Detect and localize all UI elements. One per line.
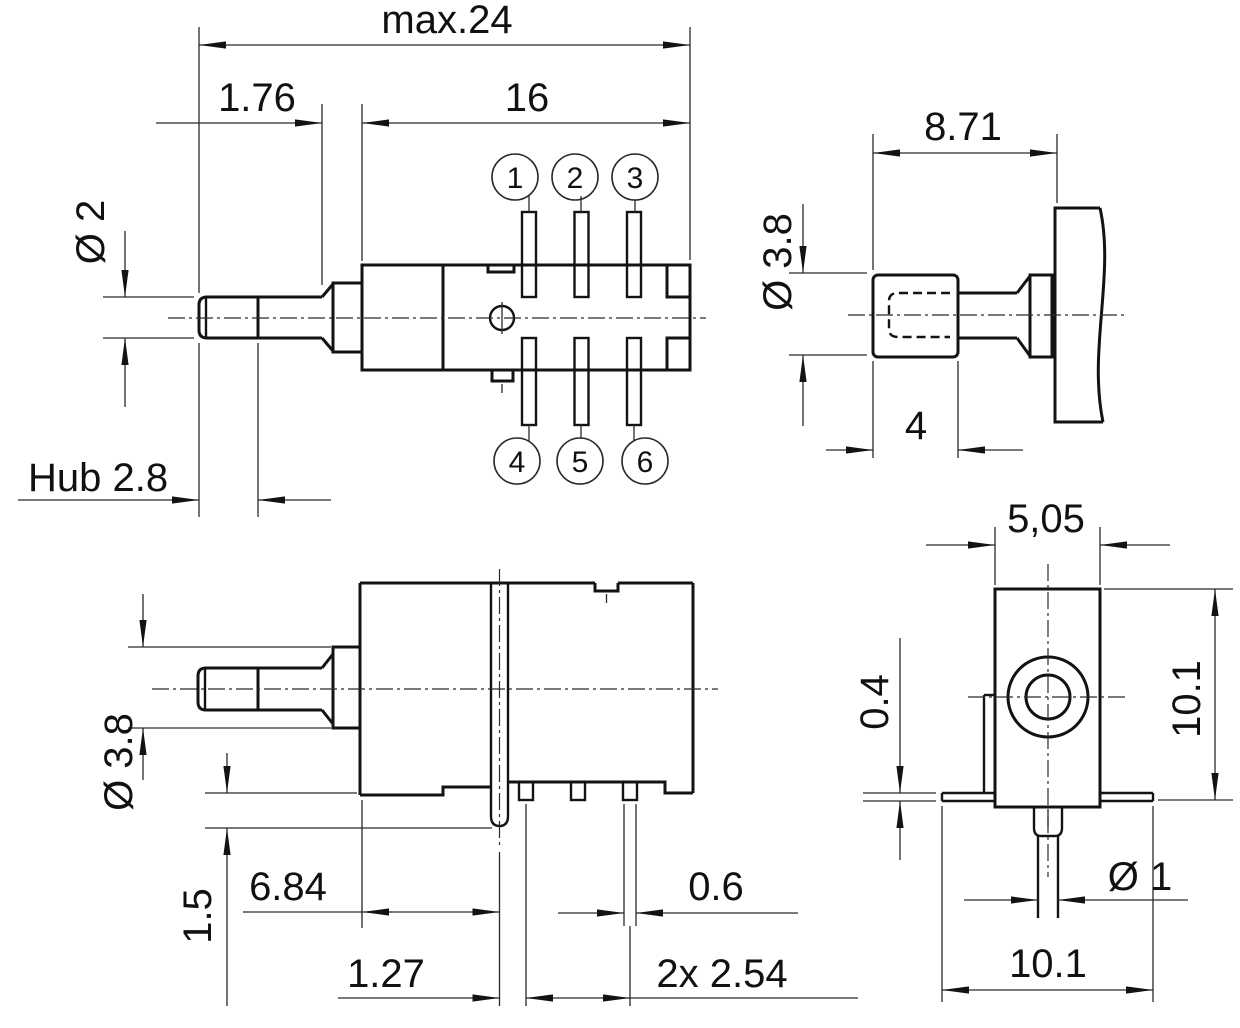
dim-bushing-length: 1.76 — [218, 76, 296, 120]
pin-3-label: 3 — [627, 162, 644, 195]
front-flange-left — [940, 791, 995, 803]
dim-plunger-diameter: Ø 2 — [69, 200, 113, 264]
pin-3-callout-circle — [611, 153, 659, 201]
body-top-notch — [486, 265, 516, 274]
body-corner-recess-bottom — [665, 336, 692, 372]
pin-5-label: 5 — [572, 446, 589, 479]
dim-mounting-depth: 8.71 — [924, 105, 1002, 149]
cap-outline — [871, 273, 960, 359]
cap-bevel-top — [1015, 275, 1032, 294]
cap-view: 8.71 Ø 3.8 4 — [756, 105, 1128, 458]
body-bottom-ledge-right — [508, 780, 693, 795]
dim-body-length: 16 — [505, 76, 550, 120]
dim-pin-diameter: Ø 1 — [1108, 855, 1172, 899]
dim-pin-width: 0.6 — [688, 865, 744, 909]
pin-4-label: 4 — [509, 446, 526, 479]
front-peg — [1032, 807, 1064, 838]
body-top-notch-2 — [593, 583, 620, 593]
plunger-outline-2 — [196, 666, 322, 712]
dim-peg-to-pin: 1.27 — [347, 952, 425, 996]
dim-cap-length: 4 — [905, 404, 927, 448]
dim-face-to-peg: 6.84 — [249, 865, 327, 909]
bushing-bevel-top-2 — [320, 653, 335, 669]
dim-travel: Hub 2.8 — [28, 456, 168, 500]
dim-flange-width: 10.1 — [1009, 942, 1087, 986]
front-flange-right — [1100, 791, 1155, 803]
pin-foot-3 — [621, 780, 639, 802]
dim-cap-diameter: Ø 3.8 — [756, 213, 800, 311]
pin-6-callout-circle — [621, 437, 669, 485]
pin-2-label: 2 — [567, 162, 584, 195]
pcb-side-view: Ø 3.8 1.5 6.84 1.27 0.6 2x 2.54 — [97, 569, 858, 1006]
pin-callouts: 1 2 3 4 5 6 — [491, 153, 669, 485]
front-body — [993, 587, 1102, 809]
cap-view-dimension-lines — [789, 134, 1128, 458]
pin-foot-2 — [569, 780, 587, 802]
pin-6-label: 6 — [637, 446, 654, 479]
pin-1-callout-circle — [491, 153, 539, 201]
dim-pin-pitch: 2x 2.54 — [656, 952, 787, 996]
panel-break-line — [1096, 207, 1107, 423]
dim-peg-protrusion: 1.5 — [176, 888, 220, 944]
dim-body-width: 5,05 — [1007, 497, 1085, 541]
dim-height: 10.1 — [1165, 660, 1209, 738]
pcb-side-view-outline — [196, 581, 695, 828]
dim-flange-thickness: 0.4 — [853, 674, 897, 730]
bushing-bevel-top — [320, 283, 335, 298]
pin-1-label: 1 — [507, 162, 524, 195]
front-view-dimension-lines — [863, 527, 1233, 1002]
cap-hidden-hole — [887, 291, 950, 339]
bushing-bevel-bottom-2 — [320, 709, 335, 725]
cap-bevel-bottom — [1015, 337, 1032, 357]
front-view: 5,05 0.4 10.1 Ø 1 10.1 — [853, 497, 1233, 1002]
side-view: 1 2 3 4 5 6 max.24 1.76 16 Ø 2 Hub 2.8 — [18, 0, 706, 517]
dim-overall-length: max.24 — [381, 0, 512, 42]
body-corner-recess-top — [665, 263, 692, 299]
body-bottom-ledge-left — [360, 785, 491, 797]
switch-body — [360, 263, 692, 372]
pin-5-callout-circle — [556, 437, 604, 485]
pin-2-callout-circle — [551, 153, 599, 201]
pin-3 — [625, 210, 643, 299]
cap-collar — [1028, 273, 1054, 359]
bushing-bevel-bottom — [320, 337, 335, 352]
dim-bushing-diameter: Ø 3.8 — [97, 713, 141, 811]
pin-4-callout-circle — [493, 437, 541, 485]
pcb-side-view-dimension-lines — [128, 569, 858, 1006]
pin-foot-1 — [517, 780, 535, 802]
side-view-dimension-lines — [18, 27, 706, 517]
body-bottom-tab — [490, 370, 515, 383]
